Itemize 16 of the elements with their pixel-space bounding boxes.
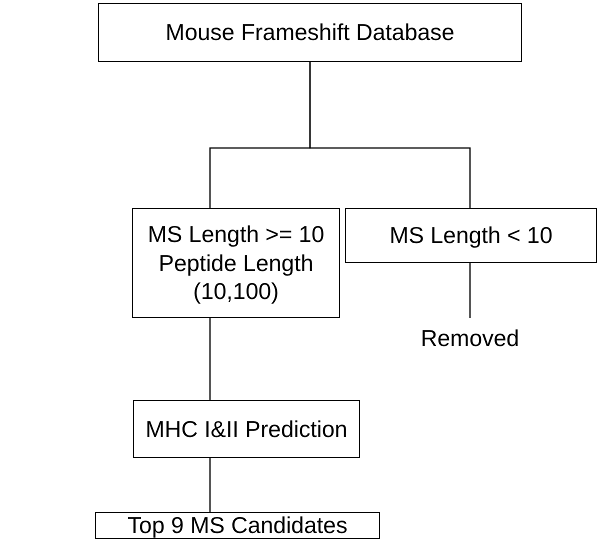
connector-line xyxy=(209,458,211,512)
connector-line xyxy=(309,62,471,208)
process-box xyxy=(95,512,380,539)
result-text: Removed xyxy=(400,318,540,358)
box-text: MHC I&II Prediction xyxy=(146,414,348,444)
box-text: Mouse Frameshift Database xyxy=(166,18,454,47)
process-box xyxy=(133,400,360,458)
box-text: Peptide Length (10,100) xyxy=(158,248,314,306)
box-text: Top 9 MS Candidates xyxy=(128,511,348,540)
process-box xyxy=(345,208,597,263)
connector-line xyxy=(469,263,471,318)
box-text: MS Length < 10 xyxy=(389,221,553,250)
process-box xyxy=(98,3,522,62)
process-box xyxy=(132,208,340,318)
connector-line xyxy=(209,318,211,400)
box-text: MS Length >= 10 xyxy=(148,220,324,249)
